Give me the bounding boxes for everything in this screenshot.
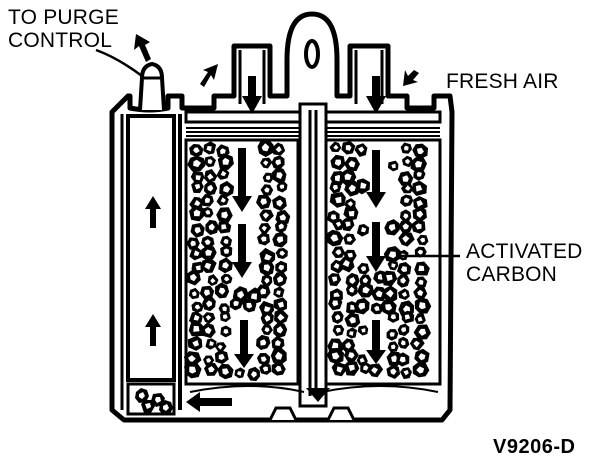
flow-direction-arrow-icon xyxy=(232,76,386,368)
activated-carbon-label-line2: CARBON xyxy=(466,263,558,286)
filter-screens xyxy=(186,127,440,137)
purge-nipple xyxy=(138,61,166,111)
fresh-air-inlet-arrow-icon xyxy=(403,70,419,86)
flow-direction-arrow-icon xyxy=(186,392,232,412)
figure-code: V9206-D xyxy=(493,436,576,458)
activated-carbon-label-line1: ACTIVATED xyxy=(466,240,583,263)
mounting-slot xyxy=(304,39,320,69)
bottom-plenum-flow-line xyxy=(321,385,439,393)
base-foot xyxy=(326,406,356,421)
base-foot xyxy=(268,406,298,421)
fresh-air-inlet-arrow-icon xyxy=(200,64,218,87)
purge-label-line2: CONTROL xyxy=(8,29,113,52)
left-cap-plate xyxy=(184,110,302,124)
purge-label: TO PURGE CONTROL xyxy=(8,6,119,52)
bottom-plenum-flow-line xyxy=(189,385,305,393)
fresh-air-label: FRESH AIR xyxy=(446,70,559,93)
right-cap-plate xyxy=(324,110,442,124)
activated-carbon-label: ACTIVATED CARBON xyxy=(466,240,583,286)
purge-outlet-arrow-icon xyxy=(134,34,151,62)
purge-label-line1: TO PURGE xyxy=(8,6,119,29)
purge-label-leader xyxy=(95,48,143,78)
flow-direction-arrow-icon xyxy=(306,388,330,402)
center-divider xyxy=(298,102,328,408)
